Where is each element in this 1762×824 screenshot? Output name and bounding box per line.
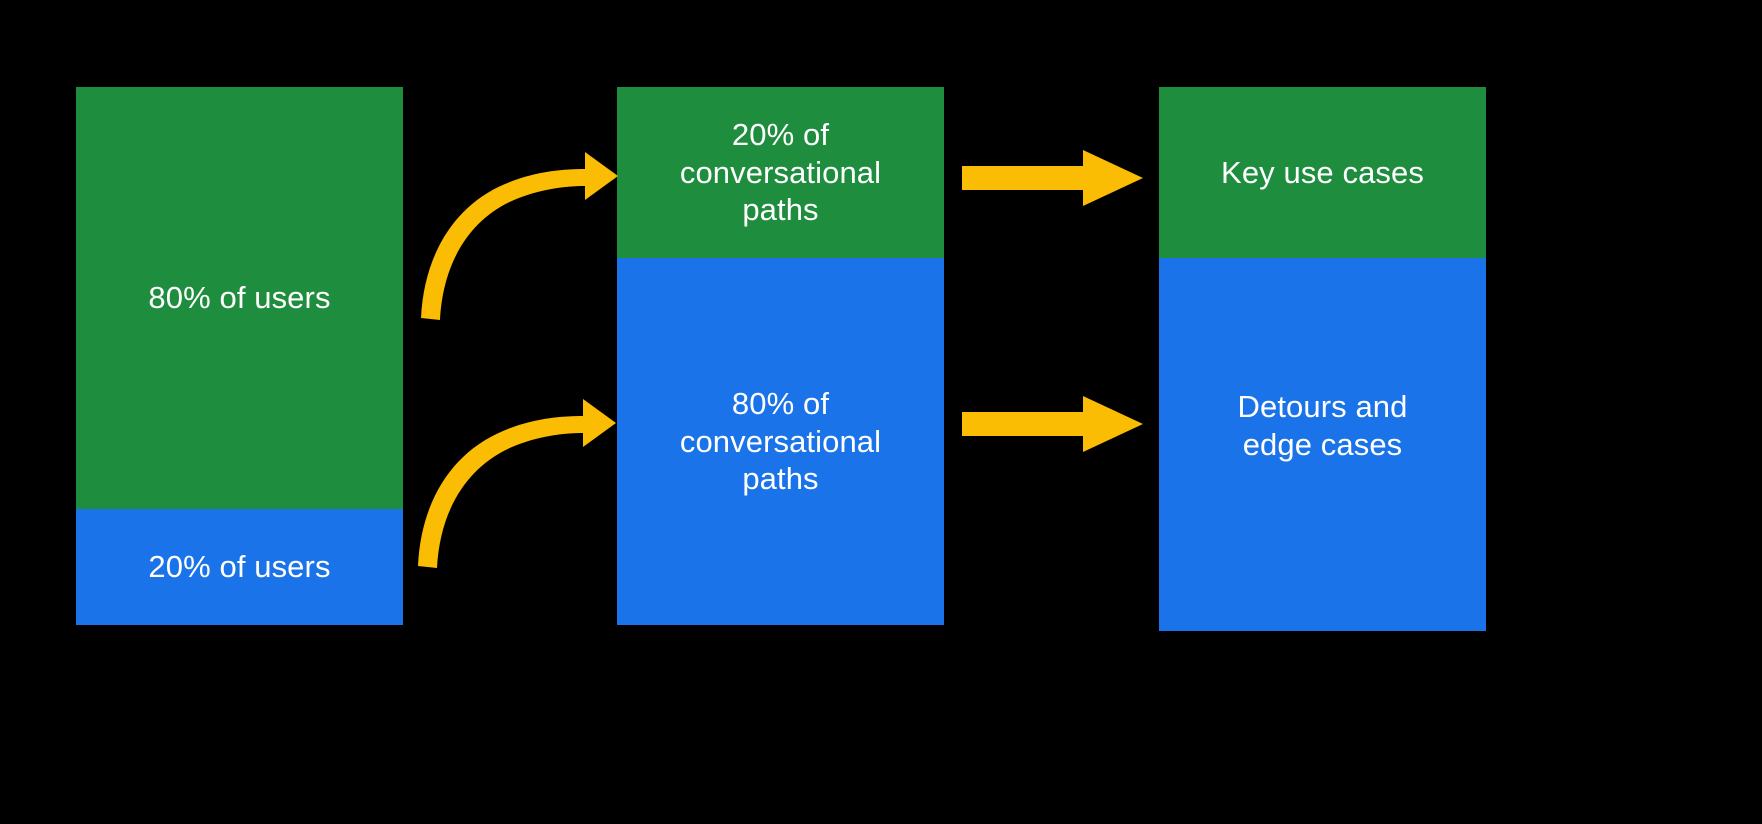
segment-users-minority-label: 20% of users	[148, 549, 331, 585]
conversational-paths-column: 20% of conversational paths 80% of conve…	[617, 87, 944, 625]
segment-paths-minority-label: 20% of conversational paths	[679, 116, 882, 228]
users-column: 80% of users 20% of users	[76, 87, 403, 625]
segment-users-majority[interactable]: 80% of users	[76, 87, 403, 509]
segment-key-use-cases[interactable]: Key use cases	[1159, 87, 1486, 258]
segment-detours-edge-cases[interactable]: Detours and edge cases	[1159, 258, 1486, 631]
segment-paths-minority[interactable]: 20% of conversational paths	[617, 87, 944, 258]
segment-users-majority-label: 80% of users	[148, 280, 331, 316]
use-cases-column: Key use cases Detours and edge cases	[1159, 87, 1486, 631]
straight-bottom-arrow-icon	[962, 396, 1143, 452]
curved-top-arrow-icon	[421, 152, 618, 320]
curved-bottom-arrow-icon	[418, 399, 616, 568]
straight-top-arrow-icon	[962, 150, 1143, 206]
segment-paths-majority-label: 80% of conversational paths	[679, 385, 882, 497]
segment-users-minority[interactable]: 20% of users	[76, 509, 403, 625]
segment-detours-edge-cases-label: Detours and edge cases	[1237, 388, 1408, 462]
segment-key-use-cases-label: Key use cases	[1221, 154, 1424, 190]
segment-paths-majority[interactable]: 80% of conversational paths	[617, 258, 944, 625]
